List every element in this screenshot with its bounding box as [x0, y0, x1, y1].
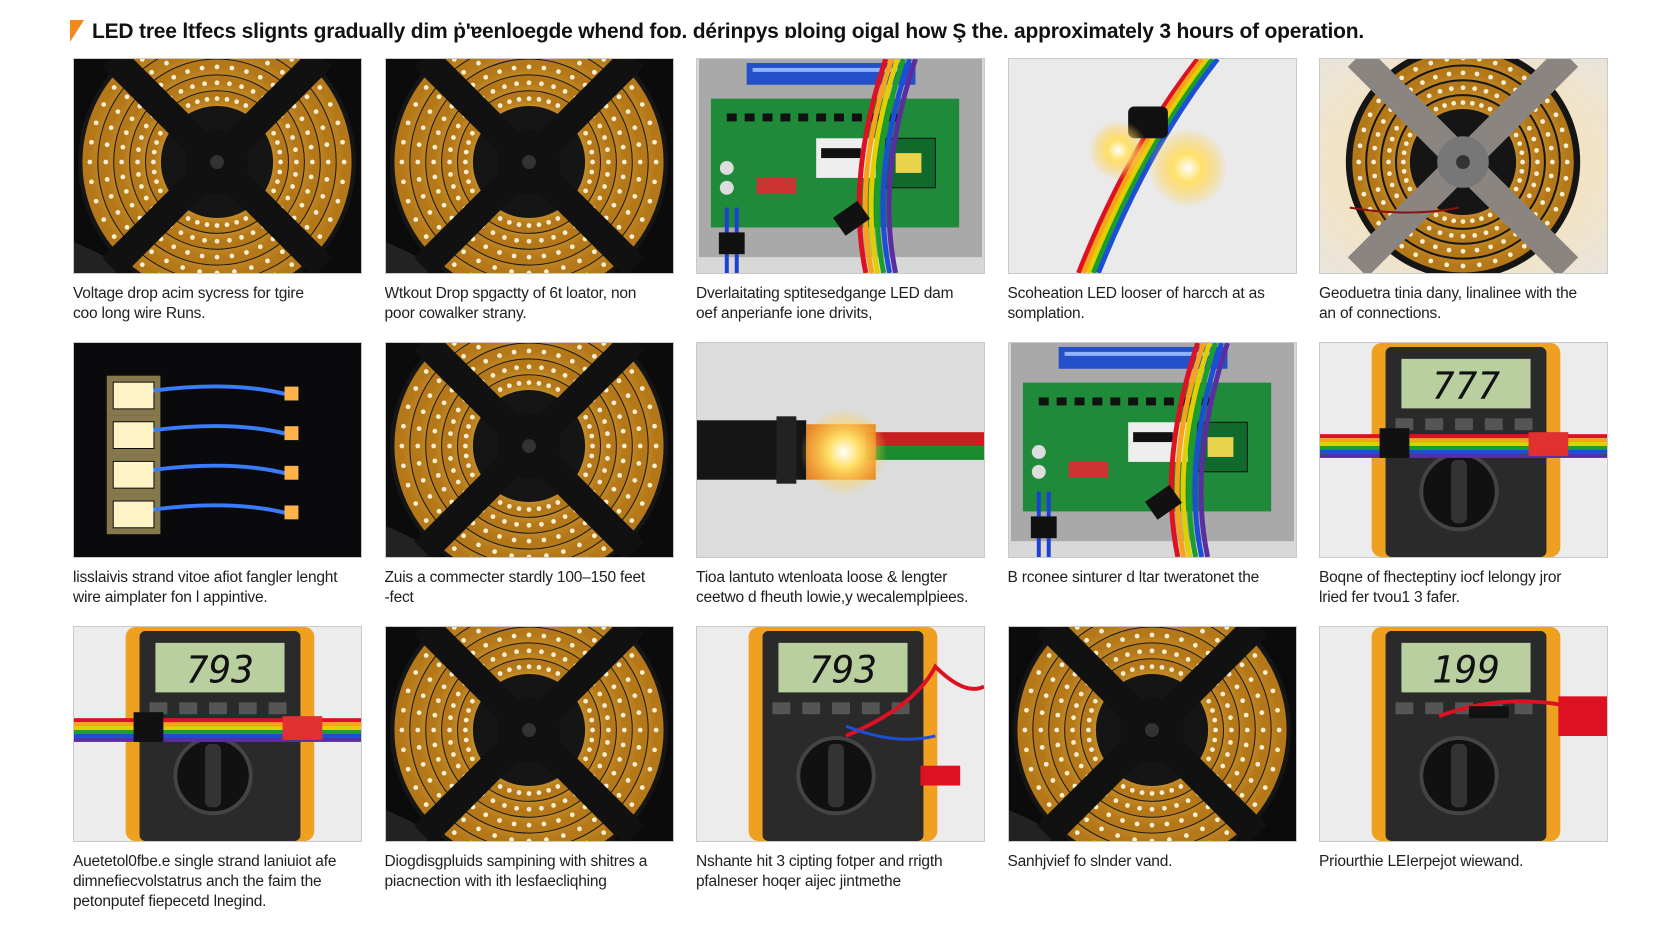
caption-line: ceetwo d fheuth lowie,y wecalemplpiees.	[696, 589, 969, 606]
tile-caption: Nshante hit 3 cipting fotper and rrigth p…	[696, 844, 985, 910]
caption-line: Scoheation LED looser of harcch at as	[1007, 285, 1265, 302]
caption-line: lisslaivis strand vitoe afiot fangler le…	[73, 569, 338, 586]
image-grid: Voltage drop acim sycress for tgire coo l…	[73, 58, 1608, 910]
page-title: LED tree ltfecs slignts gradually dim ṗ'…	[92, 20, 1365, 43]
caption-line: petonputef fiepecetd lnegind.	[73, 893, 267, 910]
tile-caption: Auetetol0fbe.e single strand laniuiot af…	[73, 844, 362, 910]
caption-line: pfalneser hoqer aijec jintmethe	[696, 873, 901, 890]
led-reel-image	[1007, 626, 1297, 842]
multimeter-rainbow-image: 777	[1319, 342, 1608, 558]
caption-line: Auetetol0fbe.e single strand laniuiot af…	[73, 853, 337, 870]
svg-text:199: 199	[1432, 648, 1500, 692]
svg-text:777: 777	[1432, 364, 1500, 408]
tile-caption: Diogdisgpluids sampining with shitres a p…	[385, 844, 674, 910]
caption-line: Priourthie LEIerpejot wiewand.	[1319, 853, 1524, 870]
led-reel-image	[384, 58, 674, 274]
tile-caption: Boqne of fhecteptiny iocf lelongy jror lr…	[1319, 560, 1608, 626]
tile-caption: Voltage drop acim sycress for tgire coo l…	[73, 276, 362, 342]
multimeter-793-probe-image: 793	[696, 626, 985, 842]
caption-line: somplation.	[1007, 305, 1085, 322]
caption-line: B rconee sinturer d ltar tweratonet the	[1007, 569, 1260, 586]
led-reel-bright-image	[1319, 58, 1608, 274]
tile-caption: Dverlaitating sptitesedgange LED dam oef …	[696, 276, 985, 342]
caption-line: dimnefiecvolstatrus anch the faim the	[73, 873, 322, 890]
svg-text:793: 793	[809, 648, 877, 692]
tile-caption: lisslaivis strand vitoe afiot fangler le…	[73, 560, 362, 626]
circuit-board-image	[696, 58, 985, 274]
tile-caption: B rconee sinturer d ltar tweratonet the	[1008, 560, 1297, 626]
caption-line: Boqne of fhecteptiny iocf lelongy jror	[1319, 569, 1562, 586]
tile-caption: Tioa lantuto wtenloata loose & lengter ce…	[696, 560, 985, 626]
caption-line: wire aimplater fon l appintive.	[73, 589, 268, 606]
caption-line: coo long wire Runs.	[73, 305, 206, 322]
circuit-board-image	[1007, 342, 1297, 558]
caption-line: Voltage drop acim sycress for tgire	[73, 285, 304, 302]
multimeter-image: 199	[1319, 626, 1608, 842]
tile-caption: Priourthie LEIerpejot wiewand.	[1319, 844, 1608, 910]
page-header: LED tree ltfecs slignts gradually dim ṗ'…	[70, 14, 1630, 50]
caption-line: an of connections.	[1319, 305, 1442, 322]
caption-line: Zuis a commecter stardly 100–150 feet	[384, 569, 646, 586]
caption-line: poor cowalker strany.	[384, 305, 527, 322]
caption-line: Dverlaitating sptitesedgange LED dam	[696, 285, 954, 302]
caption-line: Sanhjvief fo slnder vand.	[1007, 853, 1173, 870]
caption-line: Tioa lantuto wtenloata loose & lengter	[696, 569, 948, 586]
caption-line: lried fer tvou1 3 fafer.	[1319, 589, 1460, 606]
tile-caption: Geoduetra tinia dany, linalinee with the…	[1319, 276, 1608, 342]
led-reel-image	[384, 626, 674, 842]
caption-line: -fect	[384, 589, 414, 606]
caption-line: piacnection with ith lesfaecliqhing	[384, 873, 607, 890]
caption-line: Nshante hit 3 cipting fotper and rrigth	[696, 853, 943, 870]
tile-caption: Sanhjvief fo slnder vand.	[1008, 844, 1297, 910]
caption-line: Geoduetra tinia dany, linalinee with the	[1319, 285, 1577, 302]
led-reel-image	[384, 342, 674, 558]
led-strips-blue-image	[73, 342, 362, 558]
multimeter-image: 793	[73, 626, 362, 842]
caption-line: Diogdisgpluids sampining with shitres a	[384, 853, 648, 870]
flag-icon	[70, 20, 84, 42]
heatshrink-glow-image	[696, 342, 985, 558]
caption-line: Wtkout Drop spgactty of 6t loator, non	[384, 285, 637, 302]
wire-connector-glow-image	[1007, 58, 1297, 274]
caption-line: oef anperianfe ione drivits,	[696, 305, 873, 322]
tile-caption: Wtkout Drop spgactty of 6t loator, non po…	[385, 276, 674, 342]
tile-caption: Scoheation LED looser of harcch at as som…	[1008, 276, 1297, 342]
svg-text:793: 793	[186, 648, 254, 692]
led-reel-image	[73, 58, 362, 274]
tile-caption: Zuis a commecter stardly 100–150 feet -fe…	[385, 560, 674, 626]
